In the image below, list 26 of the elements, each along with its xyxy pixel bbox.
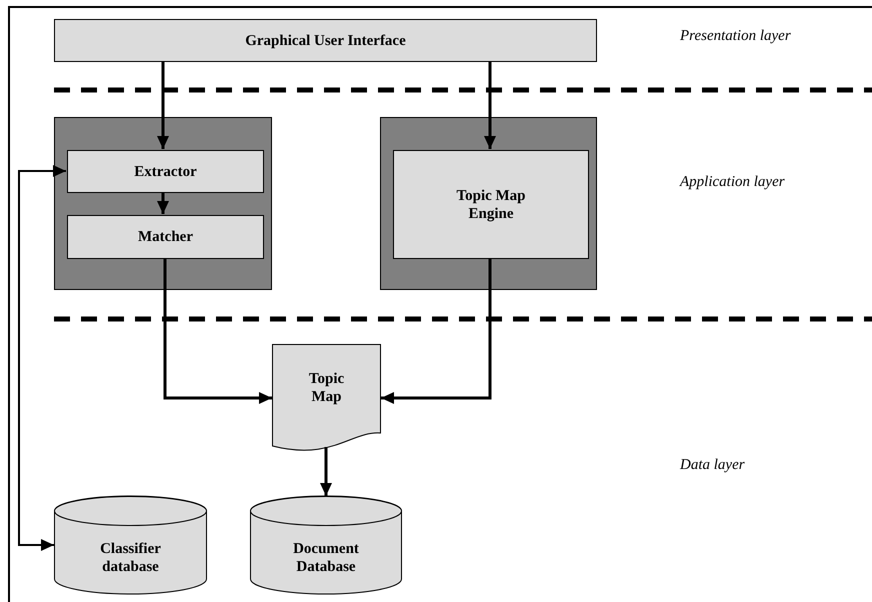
process-box [393, 150, 589, 259]
node-label: Topic Map [308, 370, 346, 406]
node-label: Graphical User Interface [245, 32, 406, 50]
interface-box [54, 19, 597, 62]
component-container [54, 117, 272, 290]
node-label: Extractor [134, 162, 197, 180]
database-cylinder [250, 496, 402, 594]
node-label: Document Database [292, 540, 360, 576]
node-label: Classifier database [99, 540, 162, 576]
arrow [381, 258, 492, 404]
arrow [157, 192, 169, 214]
layer-label: Presentation layer [680, 28, 791, 45]
database-cylinder [54, 496, 207, 594]
document-shape [272, 344, 381, 453]
arrow [157, 62, 169, 149]
arrow [320, 447, 332, 496]
layer-label: Application layer [680, 174, 785, 191]
arrow [164, 258, 272, 404]
arrow [484, 62, 496, 149]
component-container [380, 117, 597, 290]
process-box [67, 150, 264, 193]
arrow [18, 165, 66, 551]
process-box [67, 215, 264, 259]
node-label: Matcher [138, 228, 193, 246]
node-label: Topic Map Engine [455, 186, 527, 222]
layer-label: Data layer [680, 457, 745, 474]
